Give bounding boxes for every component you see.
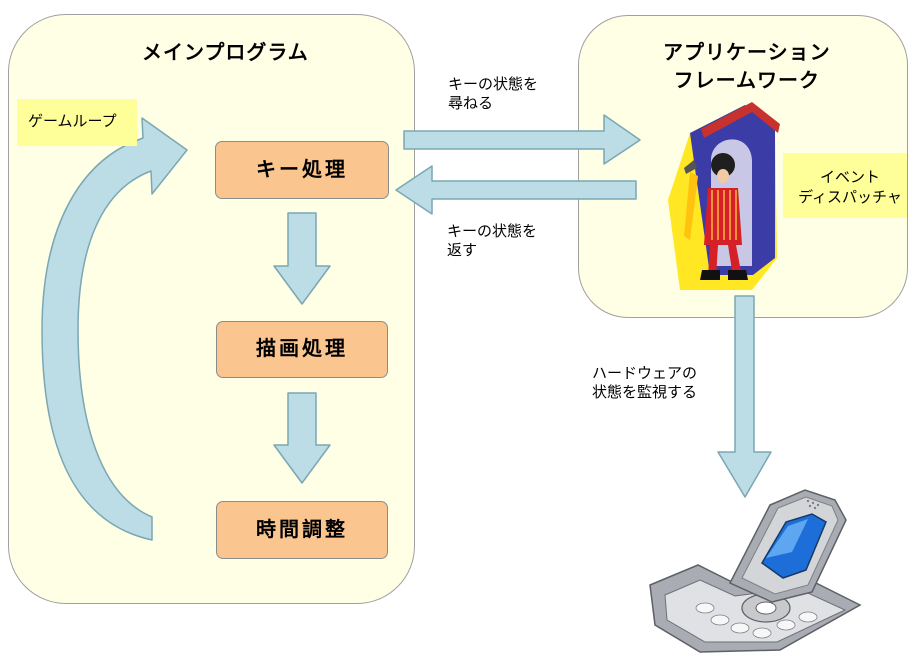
game-loop-arrow xyxy=(41,117,188,541)
down-arrow-key-to-draw xyxy=(273,212,331,305)
event-dispatcher-label: イベント ディスパッチャ xyxy=(783,153,907,218)
key-processing-box: キー処理 xyxy=(215,141,389,199)
return-key-state-arrow xyxy=(395,165,637,215)
application-framework-title-line-2: フレームワーク xyxy=(673,68,820,92)
application-framework-title-line-1: アプリケーション xyxy=(663,40,831,64)
monitor-hardware-label: ハードウェアの 状態を監視する xyxy=(592,364,697,402)
ask-key-state-label: キーの状態を 尋ねる xyxy=(448,75,538,113)
guard-icon xyxy=(668,102,780,290)
monitor-hardware-line-1: ハードウェアの xyxy=(592,364,698,382)
main-program-title: メインプログラム xyxy=(142,40,309,64)
return-key-state-label: キーの状態を 返す xyxy=(447,222,537,260)
monitor-hardware-line-2: 状態を監視する xyxy=(592,383,698,401)
monitor-hardware-arrow xyxy=(717,295,772,498)
time-adjustment-box: 時間調整 xyxy=(216,501,388,559)
event-dispatcher-line-1: イベント xyxy=(819,168,880,186)
return-key-state-line-1: キーの状態を xyxy=(447,222,538,240)
ask-key-state-arrow xyxy=(403,114,641,165)
mobile-phone-icon xyxy=(649,489,862,653)
event-dispatcher-line-2: ディスパッチャ xyxy=(798,188,902,206)
application-framework-title: アプリケーション フレームワーク xyxy=(663,38,831,94)
drawing-processing-box: 描画処理 xyxy=(216,321,388,378)
ask-key-state-line-1: キーの状態を xyxy=(448,75,539,93)
game-loop-label: ゲームループ xyxy=(17,99,137,146)
down-arrow-draw-to-time xyxy=(273,392,331,484)
return-key-state-line-2: 返す xyxy=(447,241,478,259)
ask-key-state-line-2: 尋ねる xyxy=(448,94,494,112)
